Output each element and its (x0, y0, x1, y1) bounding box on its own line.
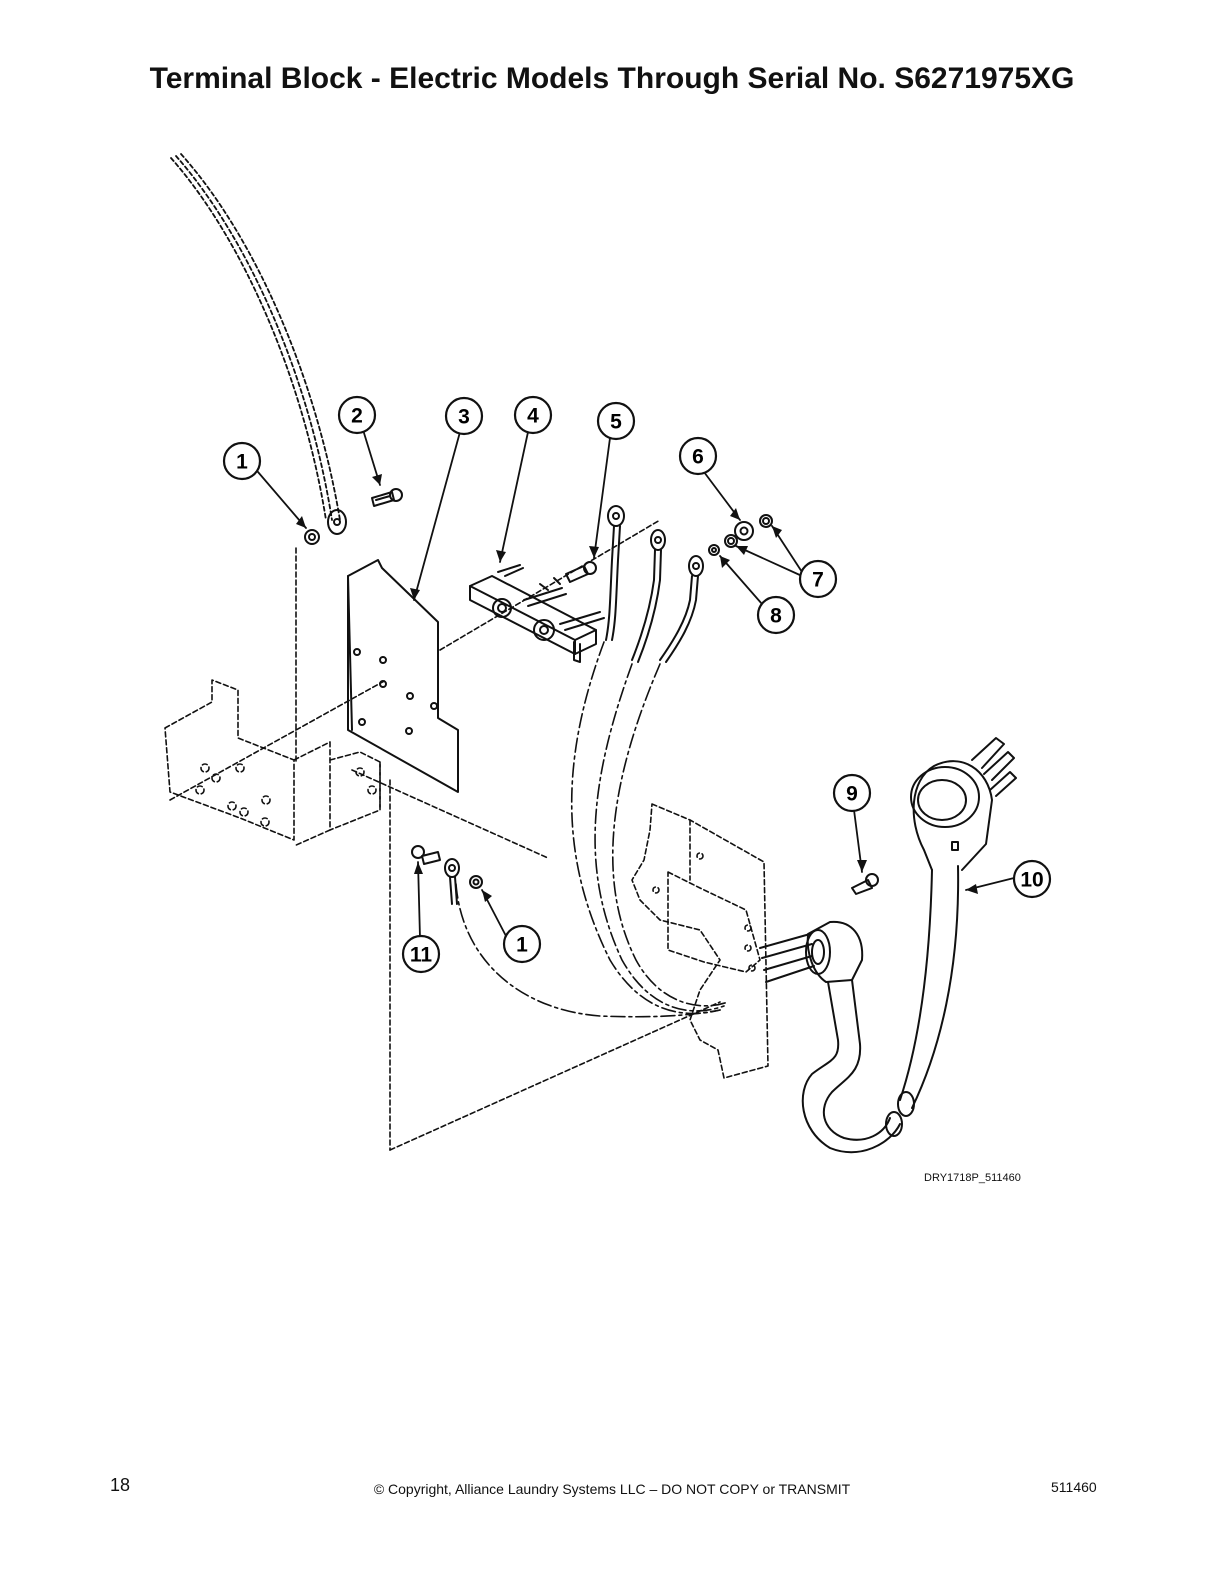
callout-label: 2 (351, 405, 363, 428)
page-number: 18 (110, 1475, 131, 1495)
leader-arrowheads (296, 474, 978, 902)
callout-label: 1 (236, 451, 248, 474)
chassis-bracket-left (164, 519, 721, 1151)
callout-label: 10 (1020, 869, 1043, 892)
leader-lines (257, 431, 1015, 939)
copyright-notice: © Copyright, Alliance Laundry Systems LL… (373, 1481, 851, 1497)
wire-harness (455, 641, 729, 1018)
washer-icon-item-1-lower (469, 875, 483, 889)
ground-screw-icon-item-11 (411, 845, 441, 865)
callout-label: 1 (516, 934, 528, 957)
terminal-block-item-4 (469, 564, 605, 663)
callout-label: 9 (846, 783, 858, 806)
callout-label: 11 (410, 944, 433, 967)
figure-id: DRY1718P_511460 (924, 1172, 1021, 1184)
callout-label: 3 (458, 406, 470, 429)
screw-icon-item-9 (851, 873, 879, 895)
callout-label: 5 (610, 411, 622, 434)
chassis-panel-right (631, 803, 769, 1079)
ground-wire-top (170, 153, 341, 521)
nut-washer-icon-items-6-7-8 (708, 514, 773, 556)
screw-icon-item-5 (565, 561, 597, 583)
callout-label: 7 (812, 569, 824, 592)
mounting-plate-item-3 (347, 559, 459, 793)
callout-label: 6 (692, 446, 704, 469)
cord-connector (759, 920, 864, 983)
callout-circles (222, 395, 1052, 974)
washer-icon-item-1-upper (304, 509, 347, 545)
ground-lug-lower (444, 858, 460, 905)
power-cord-item-10 (801, 737, 1017, 1154)
callout-label: 8 (770, 605, 782, 628)
callout-label: 4 (527, 405, 539, 428)
page-title: Terminal Block - Electric Models Through… (149, 62, 1075, 95)
screw-icon-item-2 (371, 488, 403, 507)
document-number: 511460 (1051, 1479, 1097, 1495)
wire-lugs (605, 505, 704, 663)
